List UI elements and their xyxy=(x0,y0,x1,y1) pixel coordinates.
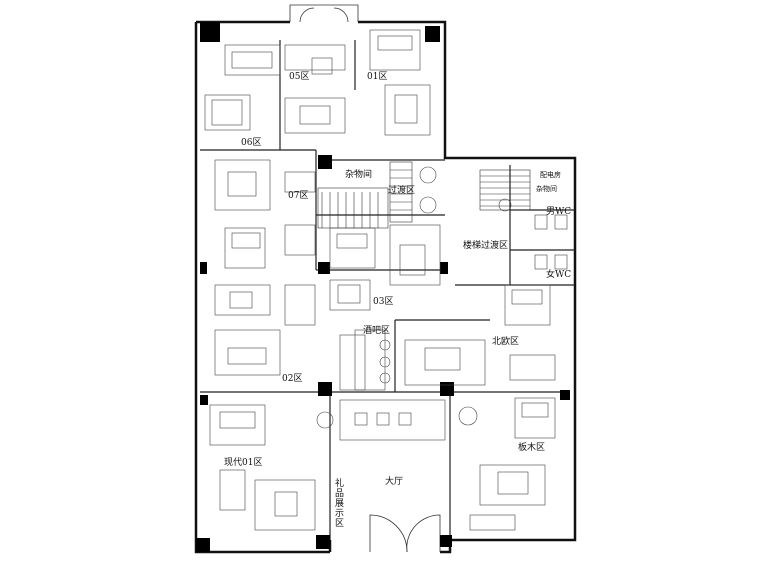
zone-label-01: 01区 xyxy=(367,72,388,82)
columns xyxy=(196,22,570,552)
zone-label-07: 07区 xyxy=(288,191,309,201)
furniture xyxy=(204,29,556,531)
zone-label-lobby: 大厅 xyxy=(385,477,404,487)
stairs xyxy=(317,161,531,229)
outer-walls xyxy=(194,20,577,554)
zone-label-stair-transition: 楼梯过渡区 xyxy=(463,241,509,251)
zone-label-modern01: 现代01区 xyxy=(224,458,263,468)
zone-label-electric: 配电房 xyxy=(540,171,561,179)
zone-label-women-wc: 女WC xyxy=(546,270,572,280)
zone-label-gift: 礼品展示区 xyxy=(333,478,343,528)
entrance-door xyxy=(289,4,441,553)
zone-label-storage2: 杂物间 xyxy=(536,185,557,193)
zone-label-men-wc: 男WC xyxy=(546,207,572,217)
zone-label-03: 03区 xyxy=(373,297,394,307)
zone-label-nordic: 北欧区 xyxy=(492,337,520,347)
zone-label-06: 06区 xyxy=(241,138,262,148)
zone-label-wood: 板木区 xyxy=(518,443,546,453)
zone-label-bar: 酒吧区 xyxy=(363,326,391,336)
wc-fixtures xyxy=(534,214,568,270)
zone-label-storage: 杂物间 xyxy=(345,170,373,180)
zone-label-02: 02区 xyxy=(282,374,303,384)
zone-label-05: 05区 xyxy=(289,72,310,82)
zone-label-transition: 过渡区 xyxy=(388,186,416,196)
